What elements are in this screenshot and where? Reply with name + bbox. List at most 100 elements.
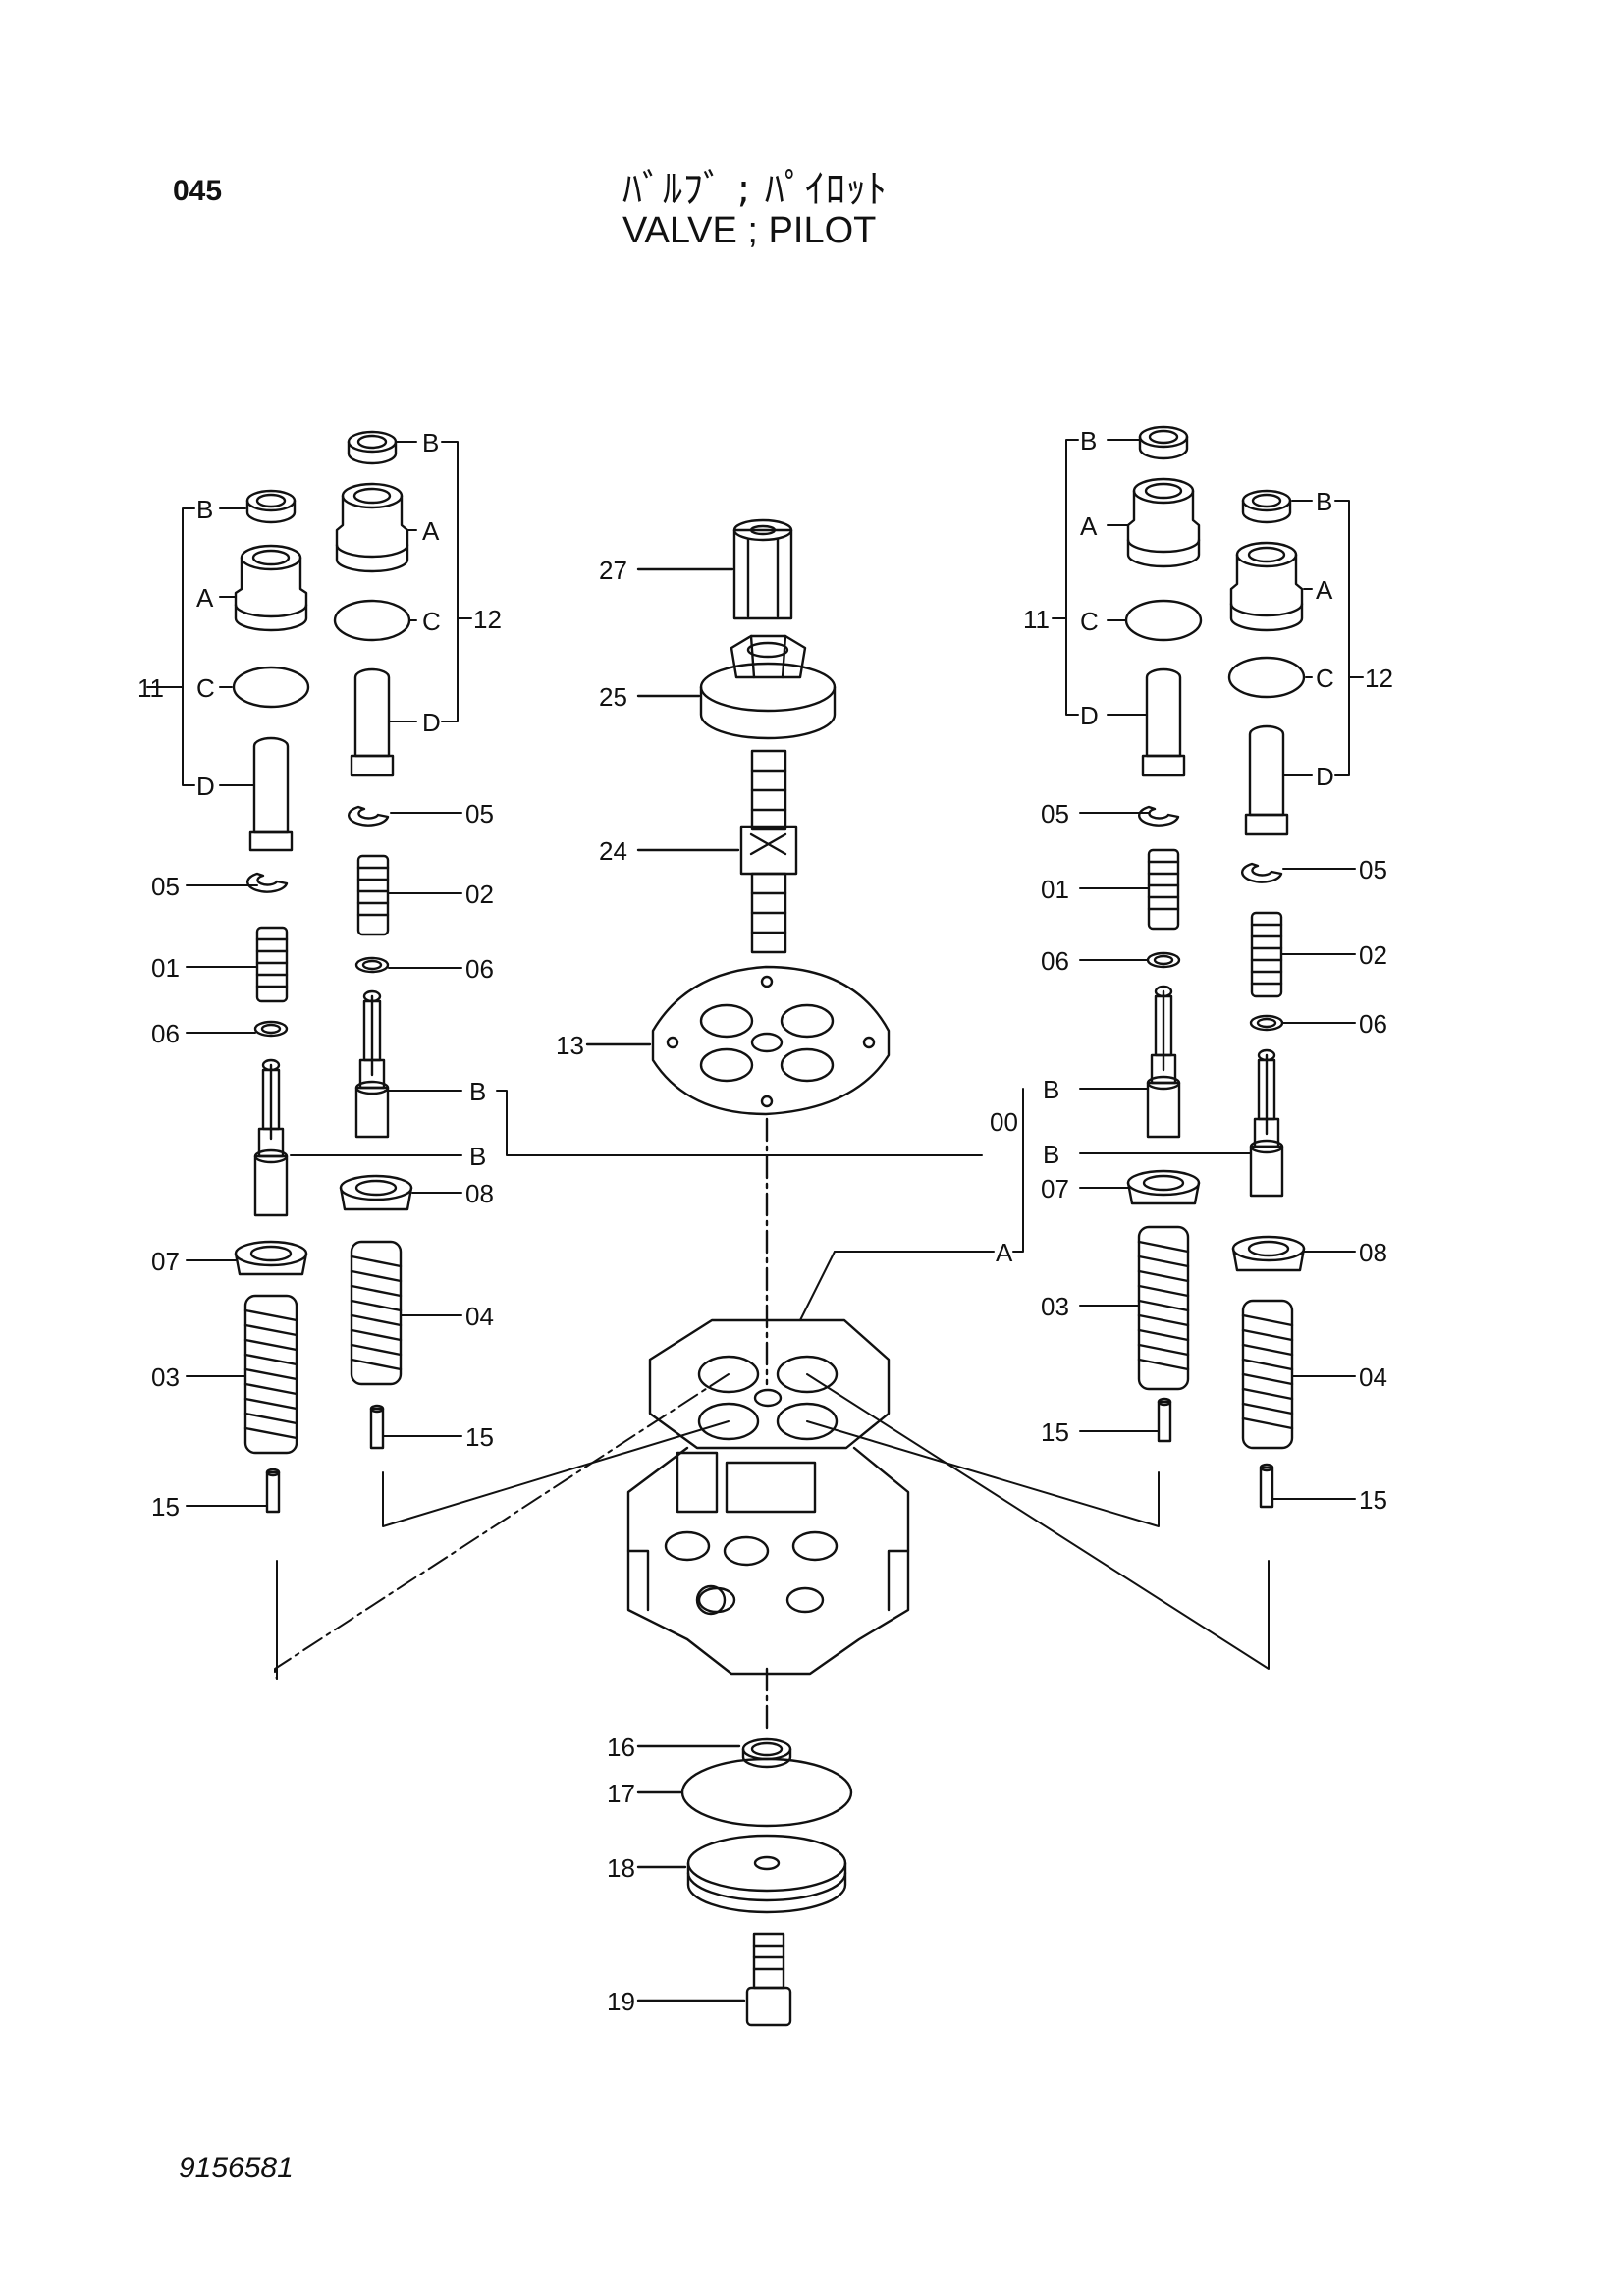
joint-24 (739, 749, 798, 954)
r-spring-04 (1241, 1299, 1294, 1450)
l-pin-15b (369, 1404, 385, 1450)
callout-l-02: 02 (465, 880, 494, 909)
r-plunger-D1 (1141, 667, 1186, 777)
callout-l-kit11: 11 (137, 673, 164, 703)
callout-r-15a: 15 (1041, 1417, 1069, 1447)
l-stop-05b (246, 872, 289, 893)
l-washer-06b (253, 1020, 289, 1038)
callout-r-C2: C (1316, 664, 1334, 693)
r-stop-05a (1138, 805, 1180, 827)
callout-r-kit11: 11 (1023, 605, 1050, 634)
callout-r-07: 07 (1041, 1174, 1069, 1203)
r-pin-15b (1259, 1463, 1274, 1509)
callout-l-04: 04 (465, 1302, 494, 1331)
r-washer-06b (1249, 1014, 1284, 1032)
callout-l-B2: B (422, 428, 439, 457)
l-stop-05a (348, 805, 390, 827)
l-oring-C2 (333, 599, 411, 642)
callout-l-15a: 15 (465, 1422, 494, 1452)
callout-l-C2: C (422, 607, 441, 636)
l-oring-C1 (232, 666, 310, 709)
cap-nut-25 (699, 634, 837, 740)
callout-l-06a: 06 (465, 954, 494, 984)
callout-13: 13 (556, 1031, 584, 1060)
l-spring-02 (356, 854, 390, 936)
l-seal-B1 (245, 489, 297, 524)
callout-r-A1: A (1080, 511, 1098, 541)
r-oring-C1 (1124, 599, 1203, 642)
callout-r-D1: D (1080, 701, 1099, 730)
callout-r-02: 02 (1359, 940, 1387, 970)
l-spool-2 (354, 989, 390, 1139)
r-bushing-A2 (1229, 541, 1304, 632)
callout-l-B1: B (196, 495, 213, 524)
page-number: 045 (173, 175, 223, 207)
l-bushing-A2 (335, 482, 409, 573)
callout-r-A: A (996, 1238, 1013, 1267)
left-valve-stack (232, 430, 413, 1514)
l-spring-04 (350, 1240, 403, 1386)
callout-r-Bs1: B (1043, 1075, 1059, 1104)
callout-r-03: 03 (1041, 1292, 1069, 1321)
callout-l-Bs1: B (469, 1077, 486, 1106)
l-spool-1 (253, 1058, 289, 1217)
callout-l-A2: A (422, 516, 440, 546)
title-english: VALVE ; PILOT (622, 210, 877, 251)
callout-l-08: 08 (465, 1179, 494, 1208)
bolt-19 (745, 1932, 792, 2027)
callout-l-D1: D (196, 772, 215, 801)
callout-r-D2: D (1316, 762, 1334, 791)
r-spring-02 (1250, 911, 1283, 998)
callout-l-01: 01 (151, 953, 180, 983)
callout-25: 25 (599, 682, 627, 712)
r-spool-2 (1249, 1048, 1284, 1198)
l-bushing-A1 (234, 544, 308, 632)
r-seal-B1 (1138, 425, 1189, 460)
right-valve-stack (1124, 425, 1306, 1509)
callout-l-05b: 05 (151, 872, 180, 901)
l-seal-B2 (347, 430, 398, 465)
l-pin-15a (265, 1468, 281, 1514)
l-washer-06a (354, 956, 390, 974)
r-oring-C2 (1227, 656, 1306, 699)
callout-l-07: 07 (151, 1247, 180, 1276)
valve-body (626, 1318, 910, 1676)
callout-r-B1: B (1080, 426, 1097, 455)
callout-27: 27 (599, 556, 627, 585)
callout-r-Bs2: B (1043, 1140, 1059, 1169)
callout-r-05b: 05 (1359, 855, 1387, 884)
callout-r-05a: 05 (1041, 799, 1069, 828)
callout-r-06a: 06 (1041, 946, 1069, 976)
drawing-number: 9156581 (179, 2152, 294, 2184)
callout-l-05a: 05 (465, 799, 494, 828)
callout-l-A1: A (196, 583, 214, 613)
callout-r-A2: A (1316, 575, 1333, 605)
right-callout-lines (1012, 439, 1364, 1500)
fitting-27 (732, 518, 793, 620)
callout-19: 19 (607, 1987, 635, 2016)
seal-16 (741, 1737, 792, 1769)
callout-17: 17 (607, 1779, 635, 1808)
cap-18 (686, 1834, 847, 1914)
callout-r-kit12: 12 (1365, 664, 1393, 693)
o-ring-17 (680, 1757, 853, 1828)
r-spring-03 (1137, 1225, 1190, 1391)
callout-r-04: 04 (1359, 1362, 1387, 1392)
callout-r-06b: 06 (1359, 1009, 1387, 1039)
l-spring-03 (243, 1294, 298, 1455)
r-spool-1 (1146, 985, 1181, 1139)
callout-l-03: 03 (151, 1362, 180, 1392)
callout-r-01: 01 (1041, 875, 1069, 904)
callout-l-Bs2: B (469, 1142, 486, 1171)
r-spring-01 (1147, 848, 1180, 931)
callout-r-08: 08 (1359, 1238, 1387, 1267)
r-holder-08 (1231, 1235, 1306, 1272)
callout-l-kit12: 12 (473, 605, 502, 634)
callout-r-00: 00 (990, 1107, 1018, 1137)
plate-13 (651, 965, 891, 1116)
r-washer-06a (1146, 951, 1181, 969)
title-japanese: ﾊﾞﾙﾌﾞ ; ﾊﾟｲﾛｯﾄ (622, 167, 888, 212)
l-plunger-D2 (350, 667, 395, 777)
